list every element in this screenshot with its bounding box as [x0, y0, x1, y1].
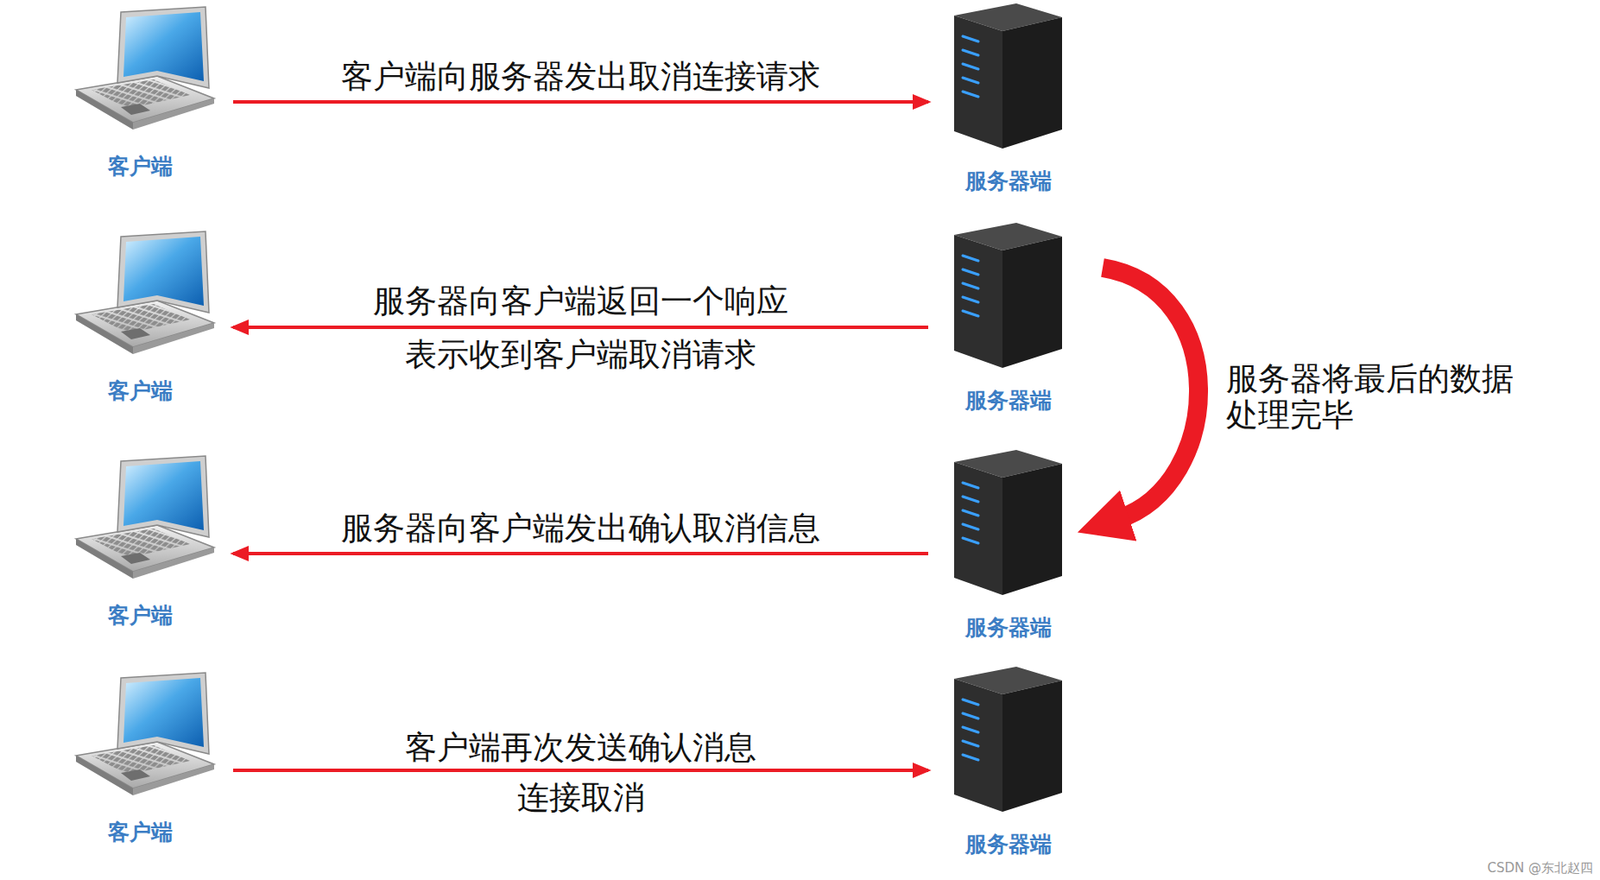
- edge-label: 服务器向客户端发出确认取消信息: [278, 507, 884, 550]
- server-icon: [928, 446, 1080, 598]
- icon-label: 客户端: [70, 602, 209, 629]
- server-icon: [928, 663, 1080, 815]
- server-node: 服务器端: [928, 663, 1080, 858]
- curved-arrow: [1102, 267, 1199, 519]
- icon-label: 服务器端: [945, 831, 1071, 858]
- laptop-icon: [60, 670, 234, 801]
- icon-label: 客户端: [70, 153, 209, 180]
- arrow-line: [233, 768, 929, 772]
- arrow-line: [233, 325, 929, 329]
- server-node: 服务器端: [928, 219, 1080, 414]
- icon-label: 服务器端: [945, 614, 1071, 641]
- client-node: 客户端: [60, 454, 234, 629]
- edge-label: 服务器向客户端返回一个响应 表示收到客户端取消请求: [339, 274, 823, 382]
- client-node: 客户端: [60, 229, 234, 405]
- watermark: CSDN @东北赵四: [1486, 860, 1594, 877]
- client-node: 客户端: [60, 670, 234, 846]
- icon-label: 客户端: [70, 819, 209, 846]
- laptop-icon: [60, 454, 234, 584]
- laptop-icon: [60, 229, 234, 360]
- server-node: 服务器端: [928, 446, 1080, 641]
- server-node: 服务器端: [928, 0, 1080, 195]
- edge-label: 服务器将最后的数据 处理完毕: [1226, 360, 1537, 434]
- edge-label: 客户端向服务器发出取消连接请求: [278, 56, 884, 98]
- client-node: 客户端: [60, 5, 234, 180]
- edge-label: 客户端再次发送确认消息 连接取消: [378, 722, 785, 823]
- server-icon: [928, 0, 1080, 152]
- laptop-icon: [60, 5, 234, 135]
- icon-label: 服务器端: [945, 168, 1071, 195]
- server-icon: [928, 219, 1080, 371]
- arrow-line: [233, 100, 929, 104]
- icon-label: 服务器端: [945, 387, 1071, 414]
- arrow-line: [233, 551, 929, 556]
- icon-label: 客户端: [70, 378, 209, 405]
